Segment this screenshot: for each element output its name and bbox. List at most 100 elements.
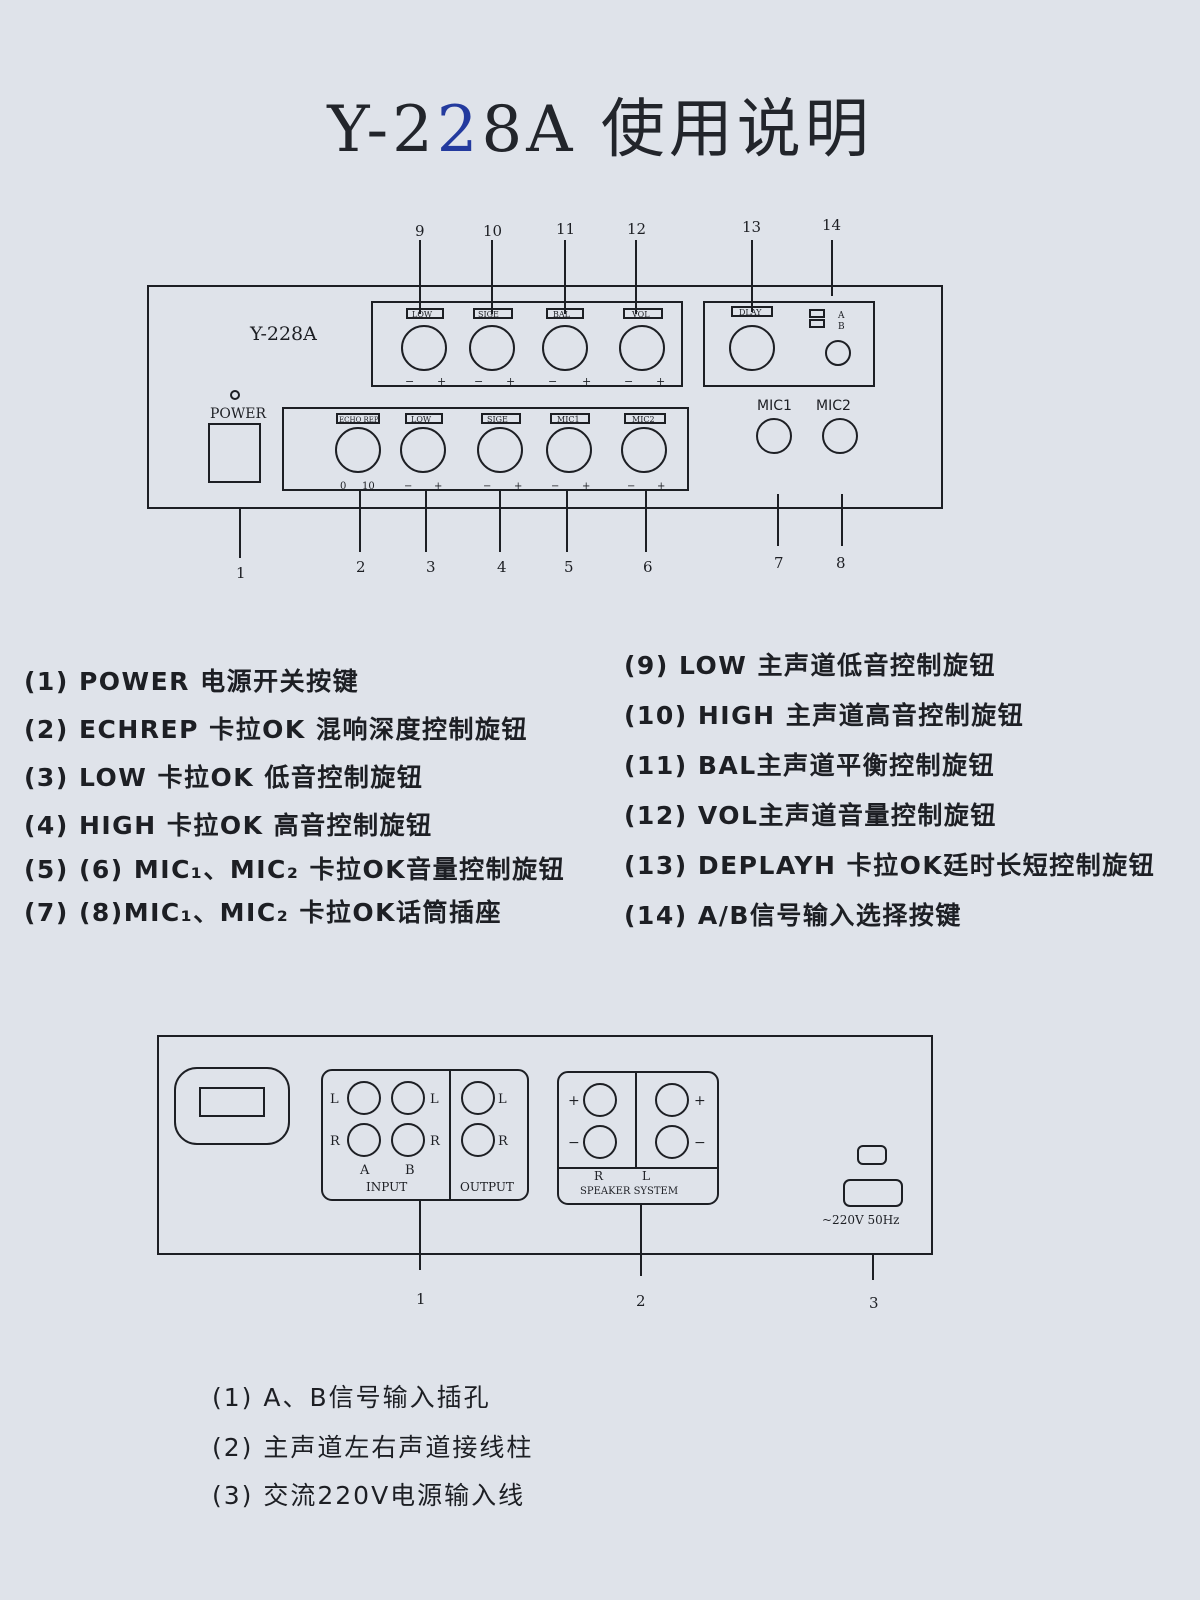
knob-sige-karaoke [477,427,523,473]
callout-12: 12 [627,220,646,238]
legend-item-12: (12) VOL主声道音量控制旋钮 [624,801,997,830]
input-output-group [321,1069,529,1201]
input-b-right-jack [391,1123,425,1157]
svg-text:−: − [624,375,633,388]
legend-item-10: (10) HIGH 主声道高音控制旋钮 [624,701,1025,730]
svg-text:0: 0 [340,481,346,492]
callout-4: 4 [497,558,507,576]
input-b-left-jack [391,1081,425,1115]
knob-label: ECHO REP [339,416,379,424]
svg-text:B: B [405,1163,415,1178]
input-label: INPUT [366,1180,407,1194]
speaker-r-plus-terminal [583,1083,617,1117]
svg-text:+: + [657,481,665,492]
rear-plate-window [199,1087,265,1117]
knob-delay [729,325,775,371]
svg-text:+: + [694,1093,706,1109]
ab-select-button [825,340,851,366]
knob-label: MIC2 [632,415,655,424]
svg-text:L: L [498,1092,507,1107]
output-right-jack [461,1123,495,1157]
legend-item-9: (9) LOW 主声道低音控制旋钮 [624,651,997,680]
svg-text:+: + [437,375,446,388]
rear-callout-3: 3 [869,1294,879,1312]
mic1-jack [756,418,792,454]
knob-low-karaoke [400,427,446,473]
power-led [230,390,240,400]
callout-1: 1 [236,564,246,582]
knob-label: MIC1 [557,415,580,424]
speaker-system-label: SPEAKER SYSTEM [580,1186,678,1197]
rear-legend-item-3: (3) 交流220V电源输入线 [212,1481,526,1510]
svg-text:+: + [434,481,442,492]
legend-item-13: (13) DEPLAYH 卡拉OK廷时长短控制旋钮 [624,851,1156,880]
legend-item-11: (11) BAL主声道平衡控制旋钮 [624,751,996,780]
svg-text:R: R [330,1134,341,1149]
svg-text:+: + [514,481,522,492]
speaker-r-minus-terminal [583,1125,617,1159]
legend-item-2: (2) ECHREP 卡拉OK 混响深度控制旋钮 [24,715,528,744]
svg-text:R: R [430,1134,441,1149]
legend-item-14: (14) A/B信号输入选择按键 [624,901,962,930]
callout-13: 13 [742,218,761,236]
callout-5: 5 [564,558,574,576]
rear-callout-2: 2 [636,1292,646,1310]
svg-text:+: + [656,375,665,388]
knob-vol-main [619,325,665,371]
knob-label: LOW [412,310,433,319]
input-a-right-jack [347,1123,381,1157]
bottom-knob-group [282,407,689,491]
svg-text:L: L [330,1092,339,1107]
mic2-label: MIC2 [816,398,851,414]
ab-label-a: A [837,311,845,321]
callout-14: 14 [822,216,841,234]
callout-9: 9 [415,222,425,240]
rear-callout-1: 1 [416,1290,426,1308]
rear-legend-item-2: (2) 主声道左右声道接线柱 [212,1433,534,1462]
knob-label: VOL [631,310,650,319]
mic2-jack [822,418,858,454]
callout-7: 7 [774,554,784,572]
knob-bal-main [542,325,588,371]
knob-mic2-volume [621,427,667,473]
top-knob-group [371,301,683,387]
callout-10: 10 [483,222,502,240]
svg-text:−: − [551,481,559,492]
knob-sige-main [469,325,515,371]
rear-legend-item-1: (1) A、B信号输入插孔 [212,1383,491,1412]
speaker-l-plus-terminal [655,1083,689,1117]
knob-label: SIGE [478,310,499,319]
rear-panel-outline [157,1035,933,1255]
power-spec-label: ~220V 50Hz [822,1213,900,1227]
svg-text:L: L [642,1169,650,1183]
power-label: POWER [210,406,267,422]
svg-text:+: + [582,375,591,388]
legend-item-4: (4) HIGH 卡拉OK 高音控制旋钮 [24,811,433,840]
power-inlet [843,1179,903,1207]
power-inlet-top [857,1145,887,1165]
svg-text:−: − [405,375,414,388]
knob-echo-rep [335,427,381,473]
legend-item-5-6: (5) (6) MIC₁、MIC₂ 卡拉OK音量控制旋钮 [24,855,566,884]
callout-6: 6 [643,558,653,576]
knob-label: DLAY [739,308,762,317]
front-panel-diagram: Y-228A POWER LOW SIGE BAL VOL DLAY A B −… [147,216,943,582]
svg-text:10: 10 [362,481,375,492]
delay-ab-group [703,301,875,387]
panel-model-label: Y-228A [249,323,317,345]
rear-plate [174,1067,290,1145]
knob-mic1-volume [546,427,592,473]
svg-text:−: − [404,481,412,492]
callout-2: 2 [356,558,366,576]
svg-text:A: A [359,1163,370,1178]
ab-switch-icon [809,309,825,328]
output-label: OUTPUT [460,1180,514,1194]
power-switch [208,423,261,483]
svg-text:L: L [430,1092,439,1107]
knob-low-main [401,325,447,371]
input-a-left-jack [347,1081,381,1115]
svg-text:−: − [694,1135,706,1151]
speaker-l-minus-terminal [655,1125,689,1159]
svg-text:R: R [594,1169,604,1183]
knob-label: SIGE [487,415,508,424]
